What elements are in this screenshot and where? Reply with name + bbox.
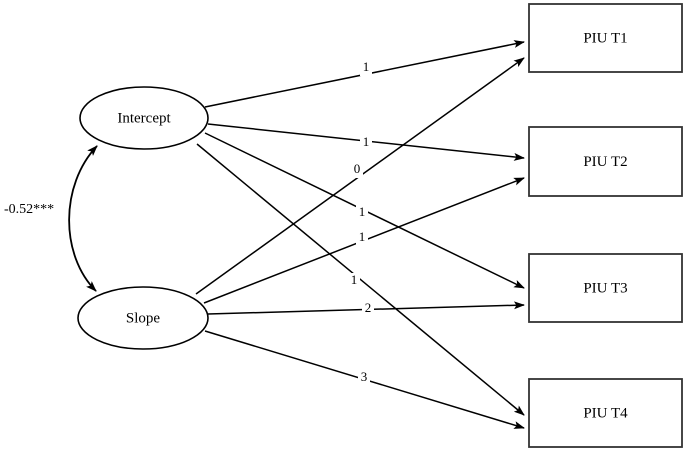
loading-label-backdrop: [348, 273, 360, 289]
covariance-path-group: -0.52***: [4, 145, 98, 292]
loading-label-backdrop: [358, 370, 370, 386]
indicator-box-piu_t4: [528, 378, 683, 448]
loading-label-intercept-to-piu_t2: 1: [363, 134, 370, 149]
loading-label-backdrop: [356, 205, 368, 221]
loading-label-backdrop: [360, 135, 372, 151]
indicator-label-piu_t2: PIU T2: [583, 154, 627, 170]
indicator-group: PIU T1 PIU T2 PIU T3 PIU T4: [528, 3, 683, 448]
indicator-box-piu_t2: [528, 126, 683, 197]
loading-label-intercept-to-piu_t3: 1: [359, 204, 366, 219]
loading-label-slope-to-piu_t4: 3: [361, 369, 368, 384]
latent-factor-label-intercept: Intercept: [117, 110, 171, 126]
loading-label-backdrop: [356, 230, 368, 246]
loading-label-intercept-to-piu_t4: 1: [351, 272, 358, 287]
indicator-box-piu_t1: [528, 3, 683, 73]
latent-factor-label-slope: Slope: [126, 310, 161, 326]
loading-path-intercept-to-piu_t4: [196, 143, 525, 416]
loading-label-slope-to-piu_t1: 0: [354, 161, 361, 176]
loading-label-backdrop: [360, 60, 372, 76]
latent-factor-slope: [77, 286, 209, 350]
latent-factor-intercept: [79, 86, 209, 150]
indicator-label-piu_t1: PIU T1: [583, 30, 627, 46]
covariance-label: -0.52***: [4, 202, 54, 217]
indicator-label-piu_t4: PIU T4: [583, 405, 628, 421]
loading-label-backdrop: [351, 162, 363, 178]
loading-label-slope-to-piu_t2: 1: [359, 229, 366, 244]
loading-label-intercept-to-piu_t1: 1: [363, 59, 370, 74]
loading-label-backdrop: [362, 301, 374, 317]
loading-label-slope-to-piu_t3: 2: [365, 300, 372, 315]
covariance-path-intercept-slope: [68, 145, 98, 292]
indicator-label-piu_t3: PIU T3: [583, 280, 627, 296]
indicator-box-piu_t3: [528, 253, 683, 323]
